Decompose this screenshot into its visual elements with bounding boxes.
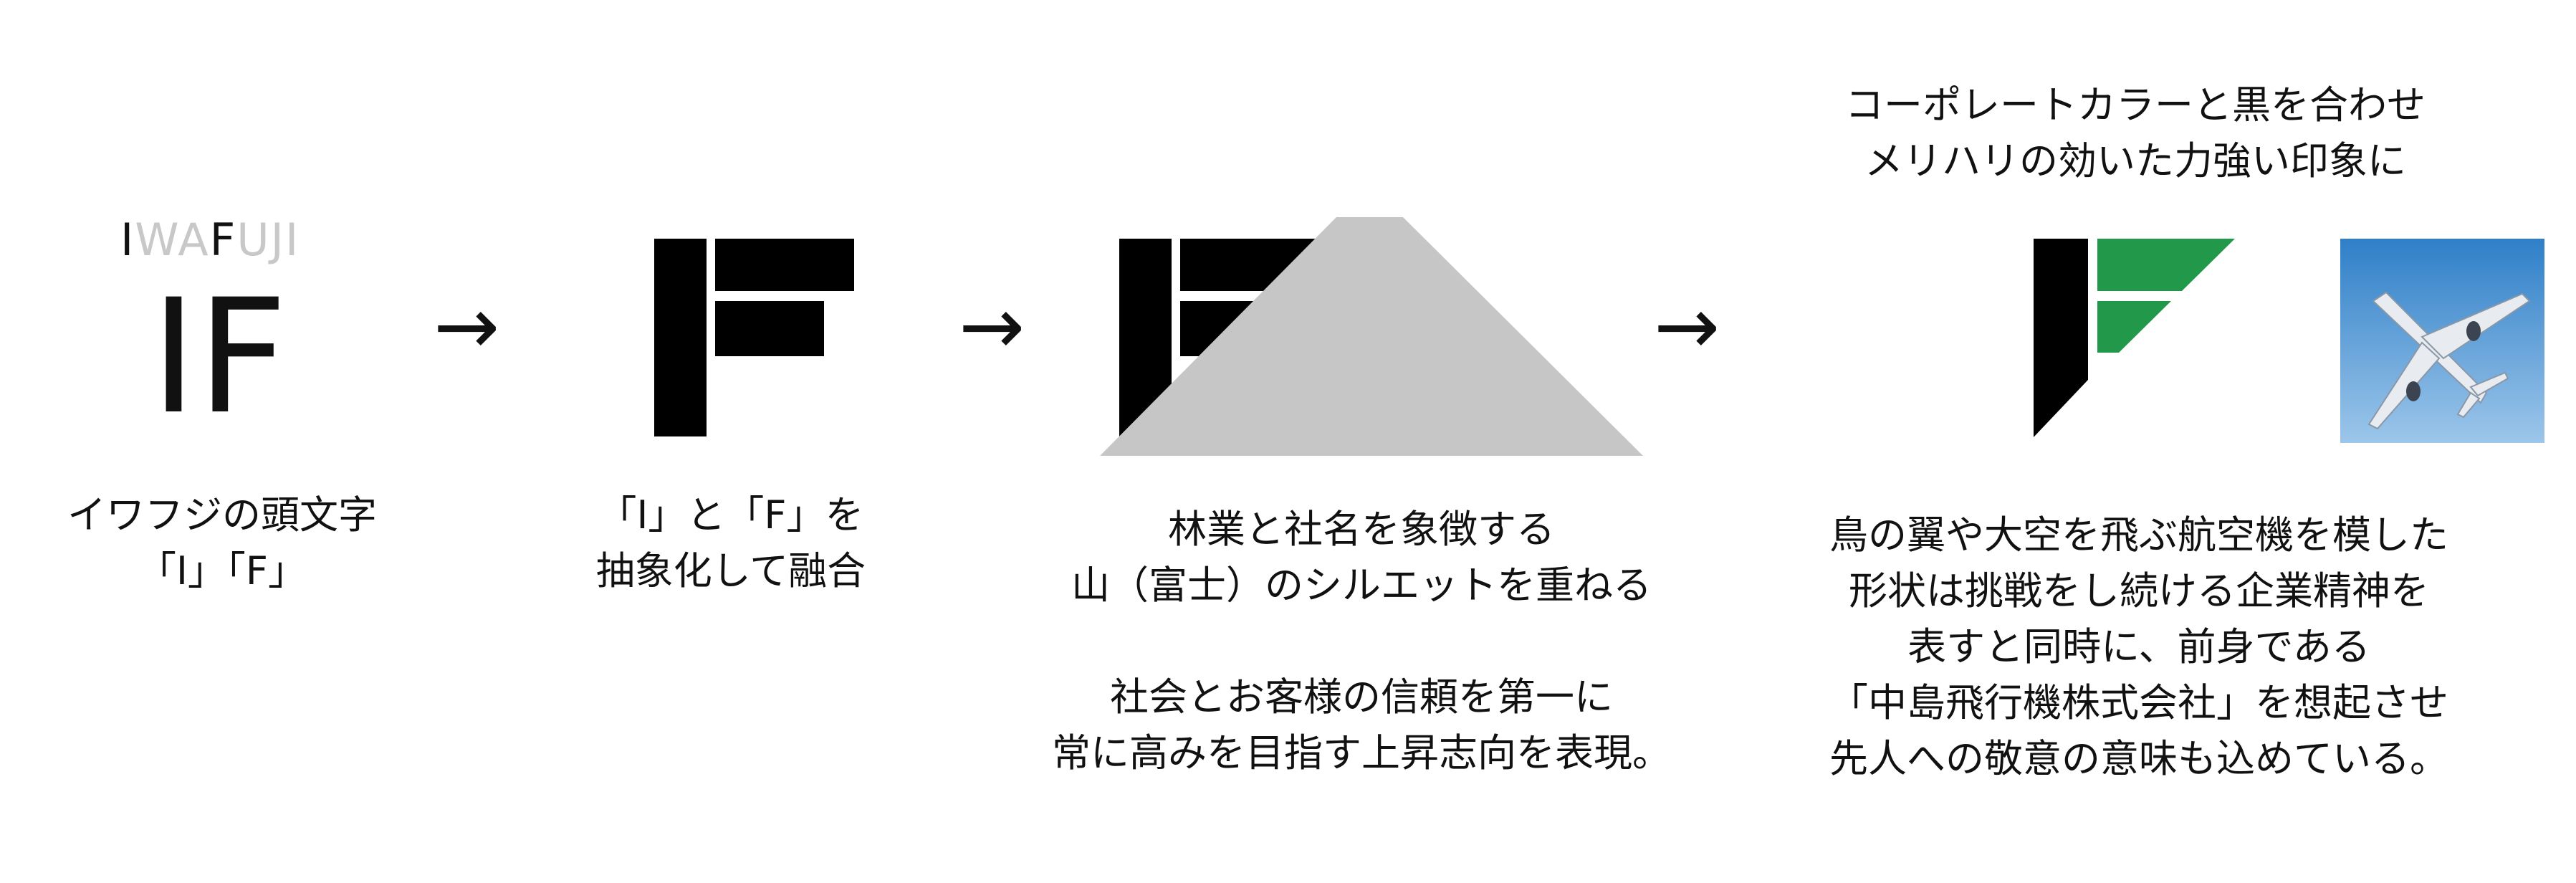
wordmark-letter-f: F bbox=[209, 214, 237, 266]
caption-line: コーポレートカラーと黒を合わせ bbox=[1845, 82, 2426, 128]
mark-bar-top bbox=[715, 239, 854, 291]
step4-top-caption: コーポレートカラーと黒を合わせ メリハリの効いた力強い印象に bbox=[1791, 77, 2479, 189]
caption-line: 山（富士）のシルエットを重ねる bbox=[1071, 563, 1652, 608]
caption-line: 「I」と「F」を bbox=[598, 492, 864, 538]
step4-caption: 鳥の翼や大空を飛ぶ航空機を模した 形状は挑戦をし続ける企業精神を 表すと同時に、… bbox=[1763, 507, 2515, 787]
caption-line: 常に高みを目指す上昇志向を表現。 bbox=[1052, 730, 1671, 775]
mark-bar-middle bbox=[715, 301, 824, 356]
wordmark-letters-wa: WA bbox=[135, 214, 210, 266]
logo-green-wing-bottom bbox=[2097, 301, 2171, 353]
step1-caption: イワフジの頭文字 「I」「F」 bbox=[29, 487, 416, 599]
big-if-letters: IF bbox=[150, 265, 288, 449]
airplane-shape bbox=[2367, 291, 2531, 430]
step2-caption: 「I」と「F」を 抽象化して融合 bbox=[552, 487, 910, 599]
caption-line: 鳥の翼や大空を飛ぶ航空機を模した bbox=[1829, 512, 2448, 558]
logo-green-wing-top bbox=[2097, 239, 2235, 291]
caption-line: 社会とお客様の信頼を第一に bbox=[1110, 674, 1613, 720]
right-arrow-icon: → bbox=[1654, 280, 1720, 372]
caption-line: 「I」「F」 bbox=[138, 548, 307, 593]
caption-line: イワフジの頭文字 bbox=[67, 492, 377, 538]
right-arrow-icon: → bbox=[434, 280, 500, 372]
caption-line: 林業と社名を象徴する bbox=[1168, 507, 1555, 552]
caption-line: メリハリの効いた力強い印象に bbox=[1864, 138, 2406, 183]
mountain-silhouette bbox=[1100, 217, 1643, 456]
wordmark-letter-i: I bbox=[120, 214, 135, 266]
mark-bar-i bbox=[654, 239, 707, 436]
wordmark-letters-uji: UJI bbox=[236, 214, 300, 266]
iwafuji-wordmark: IWAFUJI bbox=[120, 214, 300, 266]
step3-caption: 林業と社名を象徴する 山（富士）のシルエットを重ねる 社会とお客様の信頼を第一に… bbox=[1003, 502, 1720, 781]
logo-black-wing bbox=[2034, 239, 2088, 437]
caption-line: 抽象化して融合 bbox=[595, 548, 866, 593]
caption-line: 「中島飛行機株式会社」を想起させ bbox=[1829, 680, 2448, 725]
caption-line: 表すと同時に、前身である bbox=[1907, 624, 2370, 669]
caption-line: 形状は挑戦をし続ける企業精神を bbox=[1849, 568, 2429, 614]
right-arrow-icon: → bbox=[959, 280, 1025, 372]
caption-line: 先人への敬意の意味も込めている。 bbox=[1829, 736, 2448, 781]
